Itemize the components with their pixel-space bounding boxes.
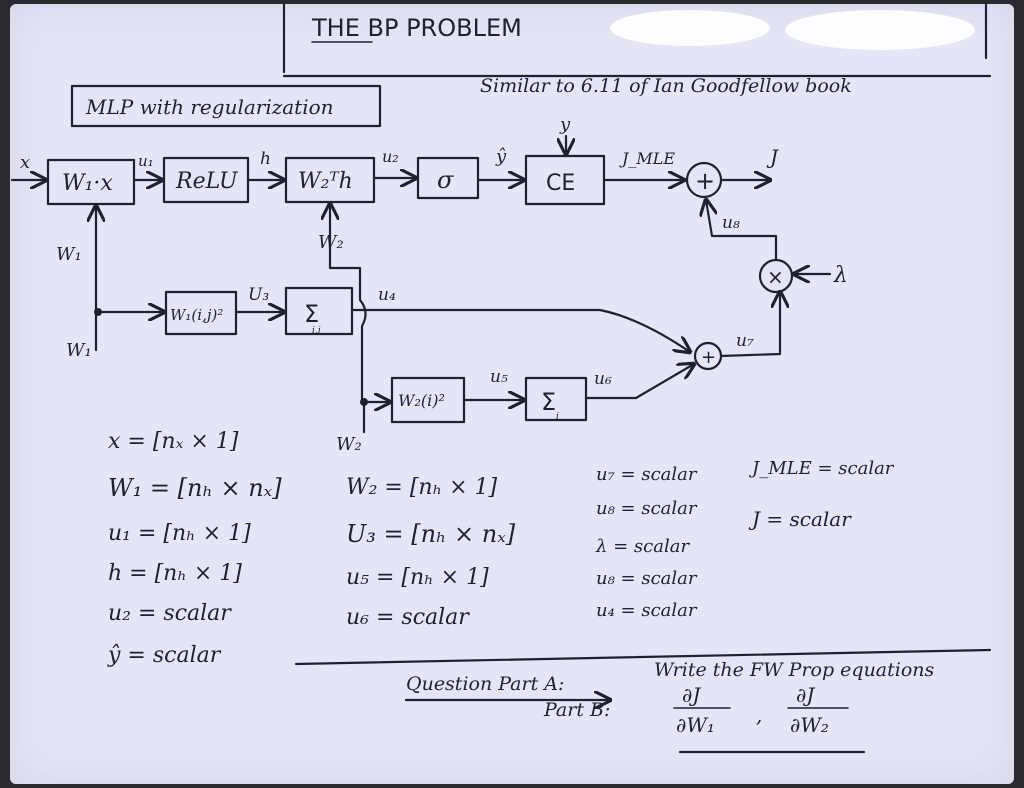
signal-j: J [766,145,779,169]
definitions-col4: J_MLE = scalar J = scalar [748,458,895,531]
sum-node-mid-label: + [701,347,716,368]
def-col1-4: u₂ = scalar [108,601,232,626]
block-sum-ij-label: Σ [304,300,319,328]
signal-u8: u₈ [722,213,740,233]
def-col3-3: u₈ = scalar [596,568,698,589]
signal-w1-input: W₁ [66,340,92,361]
def-col2-2: u₅ = [nₕ × 1] [346,565,489,590]
signal-x: x [20,152,30,173]
signal-u4: u₄ [378,285,396,305]
signal-yhat: ŷ [495,146,507,167]
times-node-label: × [767,265,784,289]
def-col4-1: J = scalar [748,507,852,531]
signal-y: y [559,114,571,135]
signal-u6: u₆ [594,369,612,389]
signal-lambda: λ [833,263,848,288]
block-sigmoid-label: σ [437,166,454,194]
reference-note: Similar to 6.11 of Ian Goodfellow book [480,75,852,97]
header: THE BP PROBLEM Similar to 6.11 of Ian Go… [282,2,992,97]
redacted-scribble [610,10,975,50]
def-col3-4: u₄ = scalar [596,600,698,621]
mlp-label-box [70,84,382,128]
definitions-col3: u₇ = scalar u₈ = scalar λ = scalar u₈ = … [595,464,698,621]
question-part-b-label: Part B: [543,699,610,721]
header-title: THE BP PROBLEM [311,14,522,42]
signal-u7: u₇ [736,331,754,351]
def-col2-0: W₂ = [nₕ × 1] [346,475,498,500]
block-w2-square-label: W₂(i)² [398,391,445,410]
def-col4-0: J_MLE = scalar [748,458,895,479]
block-sigmoid [416,156,480,200]
w2-feed-line [330,204,367,402]
signal-w1-left: W₁ [56,244,82,265]
def-col3-0: u₇ = scalar [596,464,698,485]
arrow-u4 [350,308,690,352]
definitions-col2: W₂ = [nₕ × 1] U₃ = [nₕ × nₓ] u₅ = [nₕ × … [346,475,516,630]
def-col1-0: x = [nₓ × 1] [108,429,239,454]
arrow-u7 [719,292,780,358]
regularization-branch: W₁ W₁ W₁(i,j)² U₃ Σ i,j u₄ W₂ W₂ W₂(i)² … [56,200,848,455]
signal-u3: U₃ [248,285,269,305]
signal-w2-input: W₂ [336,434,362,455]
grad-separator: , [756,703,762,727]
arrow-u6 [634,364,694,400]
def-col3-1: u₈ = scalar [596,498,698,519]
grad1-denominator: ∂W₁ [676,713,715,737]
block-sum-ij-subscript: i,j [312,326,321,336]
grad1-numerator: ∂J [682,683,701,707]
question-rule [294,648,992,666]
signal-u1: u₁ [138,152,154,170]
block-w1-square-label: W₁(i,j)² [170,306,223,324]
arrow-u8 [706,200,778,262]
def-col1-2: u₁ = [nₕ × 1] [108,521,251,546]
block-sum-i-label: Σ [541,388,556,416]
block-w2h-label: W₂ᵀh [298,169,353,194]
block-w1x [46,158,136,206]
question-part-a-text: Write the FW Prop equations [654,659,935,681]
signal-u2: u₂ [382,147,399,166]
sum-node-top-label: + [695,167,715,195]
question-part-a-label: Question Part A: [406,673,564,695]
signal-u5: u₅ [490,367,508,387]
signal-h: h [260,149,271,169]
block-w2h [284,156,376,204]
def-col2-3: u₆ = scalar [346,605,470,630]
block-sum-i-subscript: i [556,412,559,422]
def-col1-5: ŷ = scalar [107,643,222,668]
definitions-col1: x = [nₓ × 1] W₁ = [nₕ × nₓ] u₁ = [nₕ × 1… [107,429,282,668]
block-relu-label: ReLU [175,169,239,194]
question-section: Question Part A: Write the FW Prop equat… [294,648,992,754]
signal-jmle: J_MLE [619,149,675,168]
grad2-numerator: ∂J [796,683,815,707]
forward-chain: x W₁·x u₁ ReLU h W₂ᵀh u₂ σ ŷ CE y J_MLE … [10,114,779,206]
def-col3-2: λ = scalar [595,536,690,557]
block-ce-label: CE [546,171,575,196]
def-col1-3: h = [nₕ × 1] [108,561,242,586]
block-w1x-label: W₁·x [62,171,113,196]
grad2-denominator: ∂W₂ [790,713,829,737]
def-col2-1: U₃ = [nₕ × nₓ] [346,520,516,548]
def-col1-1: W₁ = [nₕ × nₓ] [108,474,282,502]
mlp-label: MLP with regularization [85,95,334,119]
